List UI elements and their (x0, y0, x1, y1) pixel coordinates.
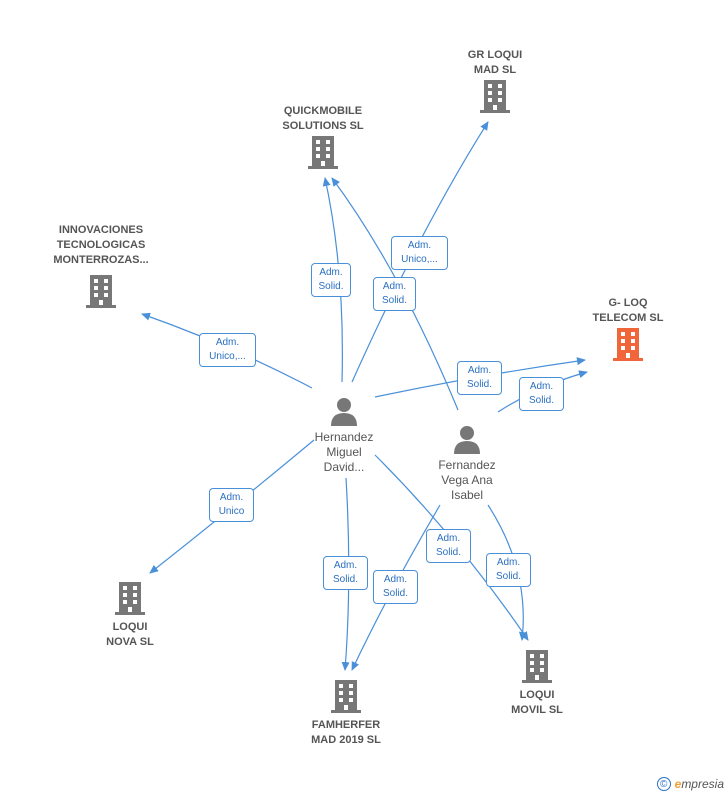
copyright-icon: © (656, 777, 671, 791)
edge-label-fernandez-quickmobile[interactable]: Adm. Solid. (373, 277, 416, 311)
person-label: Hernandez Miguel David... (314, 430, 374, 474)
person-icon (454, 426, 480, 454)
building-icon (480, 80, 510, 113)
edge-label-hernandez-gloq[interactable]: Adm. Solid. (457, 361, 502, 395)
building-icon (522, 650, 552, 683)
edge-label-fernandez-loquimovil[interactable]: Adm. Solid. (486, 553, 531, 587)
company-node-famherfer[interactable]: FAMHERFER MAD 2019 SL (291, 678, 401, 748)
company-label: LOQUI NOVA SL (106, 621, 154, 648)
edge-label-hernandez-quickmobile[interactable]: Adm. Solid. (311, 263, 351, 297)
company-label: QUICKMOBILE SOLUTIONS SL (282, 105, 364, 132)
building-icon (86, 275, 116, 308)
building-icon (115, 582, 145, 615)
company-node-g-loq-telecom[interactable]: G- LOQ TELECOM SL (578, 296, 678, 362)
edge-label-hernandez-famherfer[interactable]: Adm. Solid. (323, 556, 368, 590)
company-label: INNOVACIONES TECNOLOGICAS MONTERROZAS... (53, 224, 149, 266)
brand-initial: e (674, 777, 682, 791)
person-icon (331, 398, 357, 426)
company-label: LOQUI MOVIL SL (511, 689, 563, 716)
edge-label-fernandez-gloq[interactable]: Adm. Solid. (519, 377, 564, 411)
company-node-loqui-movil[interactable]: LOQUI MOVIL SL (487, 648, 587, 718)
edge-label-hernandez-grloqui[interactable]: Adm. Unico,... (391, 236, 448, 270)
edge-label-hernandez-loquinova[interactable]: Adm. Unico (209, 488, 254, 522)
brand-footer[interactable]: © empresia (656, 777, 724, 791)
company-node-loqui-nova[interactable]: LOQUI NOVA SL (80, 580, 180, 650)
brand-name: mpresia (681, 777, 724, 791)
building-icon (331, 680, 361, 713)
edge-label-hernandez-loquimovil[interactable]: Adm. Solid. (426, 529, 471, 563)
company-node-innovaciones[interactable]: INNOVACIONES TECNOLOGICAS MONTERROZAS... (40, 223, 162, 310)
building-icon (308, 136, 338, 169)
edge-label-fernandez-famherfer[interactable]: Adm. Solid. (373, 570, 418, 604)
person-node-fernandez[interactable]: Fernandez Vega Ana Isabel (421, 424, 513, 503)
person-node-hernandez[interactable]: Hernandez Miguel David... (298, 396, 390, 475)
company-label: GR LOQUI MAD SL (467, 49, 523, 76)
company-label: G- LOQ TELECOM SL (592, 297, 664, 324)
person-label: Fernandez Vega Ana Isabel (438, 458, 496, 502)
building-icon (613, 328, 643, 361)
company-label: FAMHERFER MAD 2019 SL (311, 719, 381, 746)
edge-label-hernandez-innovaciones[interactable]: Adm. Unico,... (199, 333, 256, 367)
brand-logo: empresia (675, 777, 724, 791)
company-node-quickmobile[interactable]: QUICKMOBILE SOLUTIONS SL (268, 104, 378, 170)
company-node-gr-loqui[interactable]: GR LOQUI MAD SL (445, 48, 545, 114)
